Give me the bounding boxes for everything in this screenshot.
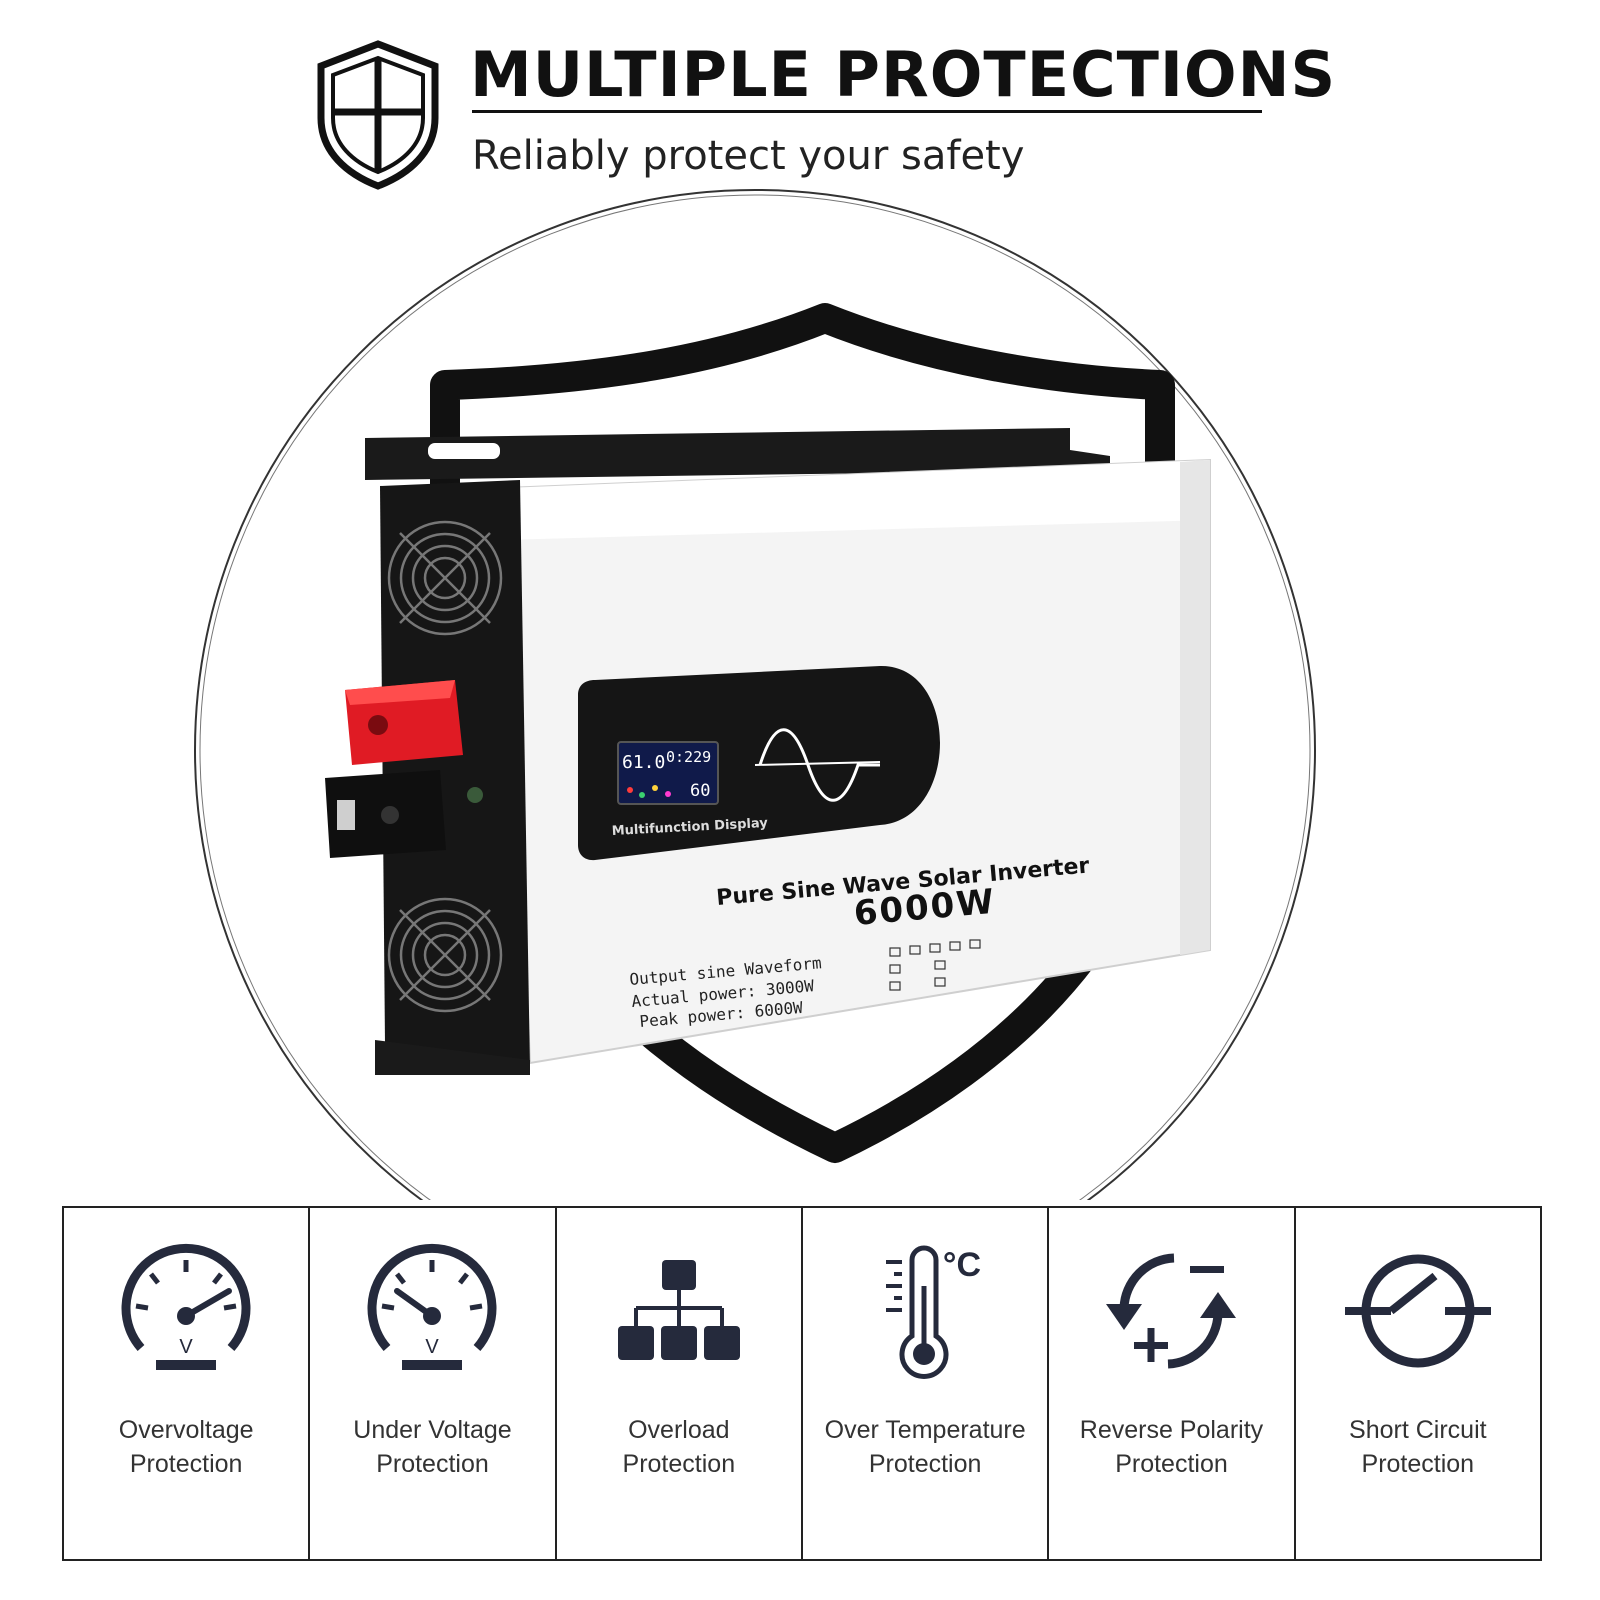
hierarchy-icon [617, 1260, 740, 1360]
svg-text:V: V [426, 1336, 440, 1358]
black-terminal [325, 770, 446, 858]
gauge-high-icon: V [121, 1243, 251, 1370]
feature-title: Over Temperature [824, 1416, 1026, 1444]
feature-subtitle: Protection [1115, 1450, 1228, 1478]
feature-subtitle: Protection [622, 1450, 736, 1478]
feature-subtitle: Protection [868, 1450, 982, 1478]
svg-text:60: 60 [690, 781, 710, 801]
feature-subtitle: Protection [376, 1450, 489, 1478]
shield-icon [317, 40, 439, 190]
fan-bottom [387, 897, 503, 1013]
lcd-screen [617, 741, 719, 805]
page-subtitle: Reliably protect your safety [472, 133, 1025, 179]
polarity-icon [1106, 1253, 1237, 1369]
feature-title: Reverse Polarity [1079, 1416, 1264, 1444]
thermometer-icon: °C [886, 1245, 981, 1379]
spec-checkbox-grid [889, 939, 981, 991]
inverter-device: 61.0 0:229 60 Multifunction Display Pure… [325, 428, 1211, 1075]
svg-text:61.0: 61.0 [622, 752, 665, 773]
feature-title: Short Circuit [1349, 1416, 1487, 1444]
feature-title: Overload [628, 1416, 730, 1444]
feature-subtitle: Protection [129, 1450, 243, 1478]
svg-text:°C: °C [943, 1246, 981, 1284]
feature-title: Overvoltage [118, 1416, 254, 1444]
feature-subtitle: Protection [1361, 1450, 1475, 1478]
fan-top [387, 520, 503, 636]
page-title: MULTIPLE PROTECTIONS [470, 38, 1337, 111]
title-underline [472, 110, 1262, 113]
gauge-low-icon: V [368, 1243, 497, 1370]
svg-text:V: V [179, 1336, 193, 1358]
svg-text:0:229: 0:229 [666, 748, 711, 766]
red-terminal [345, 680, 463, 765]
sine-wave-icon [758, 728, 880, 802]
feature-title: Under Voltage [353, 1416, 512, 1444]
circuit-switch-icon [1344, 1254, 1491, 1368]
